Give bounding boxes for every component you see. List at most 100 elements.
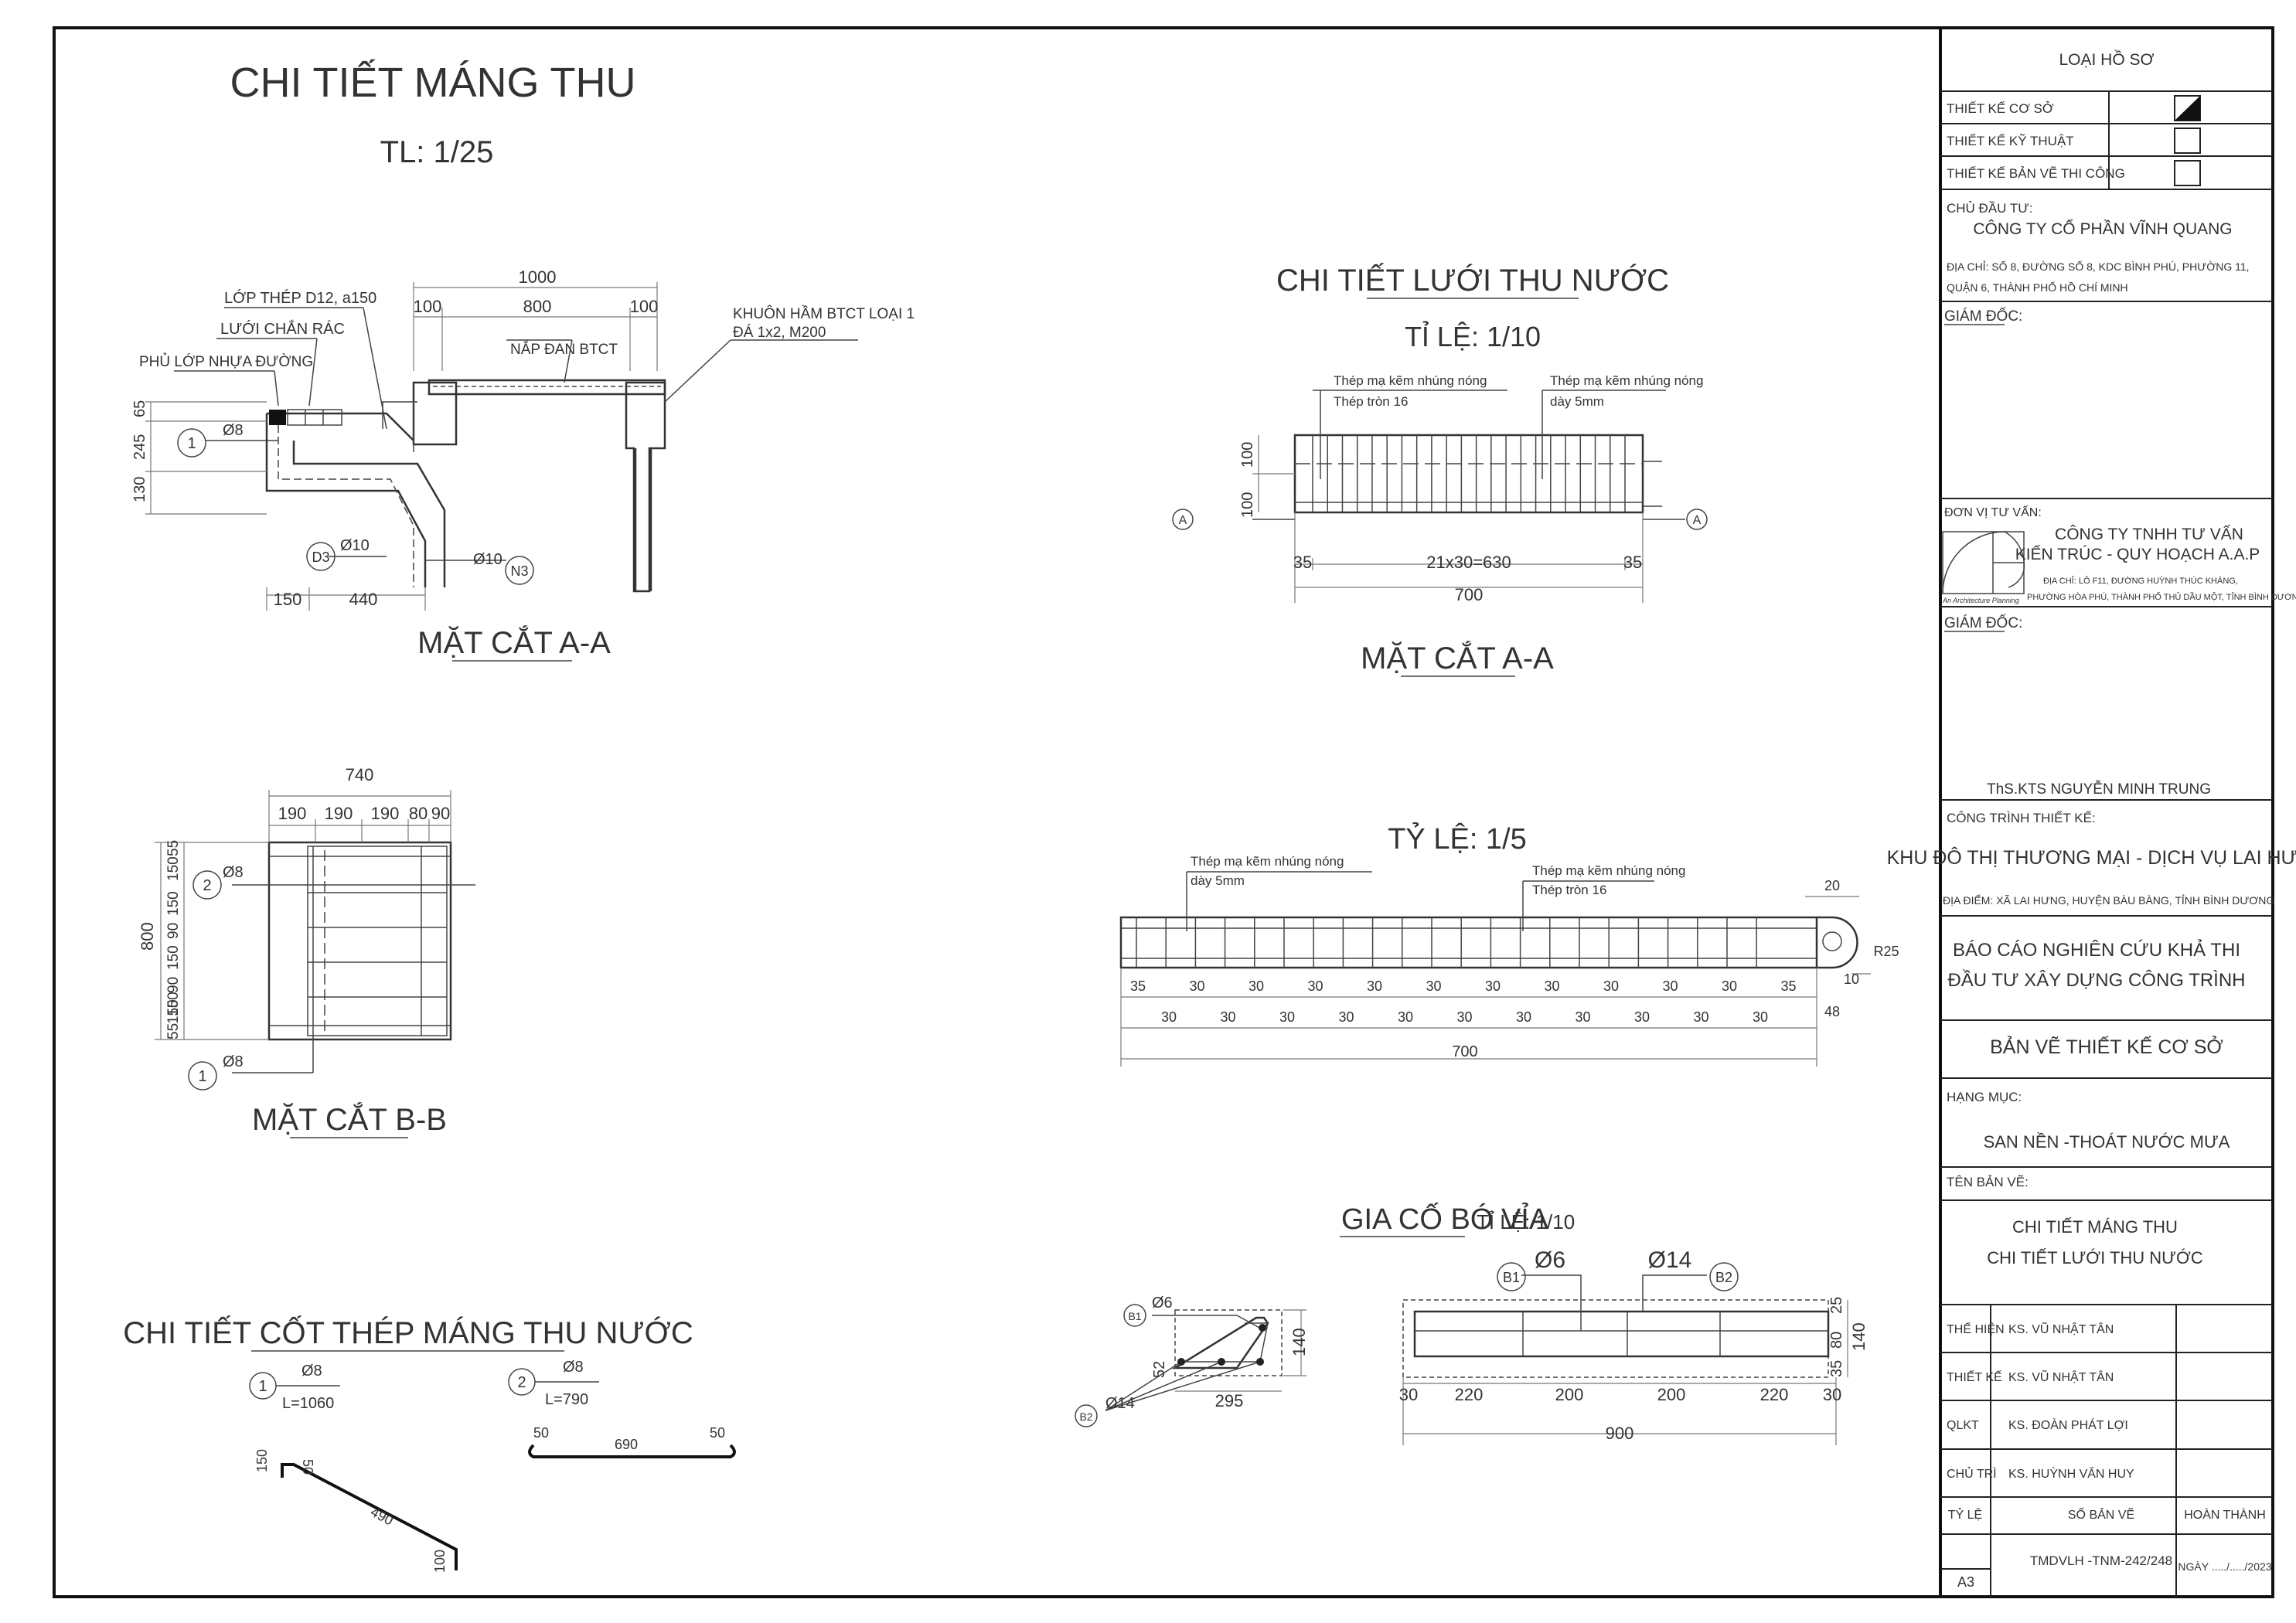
tb-ty-le: A3 — [1957, 1574, 1974, 1590]
curb-sec-dim-b: 295 — [1215, 1391, 1244, 1410]
strip-dim-row2: 30 — [1338, 1009, 1354, 1025]
curb-sec-dim-v: 52 — [1151, 1361, 1168, 1378]
strip-dim-20: 20 — [1824, 878, 1840, 893]
callout-1-circle — [177, 428, 206, 458]
tb-type-3: THIẾT KẾ BẢN VẼ THI CÔNG — [1947, 166, 2125, 181]
curb-rebar-dot — [1218, 1358, 1225, 1366]
strip-dim-row2: 30 — [1753, 1009, 1768, 1025]
curb-rebar-dots — [1177, 1324, 1266, 1366]
aa-dim-total: 1000 — [519, 267, 557, 287]
grate-note1-b: Thép tròn 16 — [1334, 394, 1408, 409]
curb-dim-row: 200 — [1657, 1385, 1686, 1404]
tb-role-1: THỂ HIỆN — [1947, 1322, 2005, 1336]
titleblock-grid — [1940, 90, 2273, 1597]
tb-ten-2: CHI TIẾT LƯỚI THU NƯỚC — [1987, 1248, 2203, 1267]
curb-b2-sec-circle — [1075, 1404, 1098, 1427]
grate-bars — [1312, 435, 1626, 512]
strip-dim-row1: 35 — [1130, 978, 1146, 994]
tb-so-ban-ve-label: SỐ BẢN VẼ — [2068, 1506, 2134, 1522]
strip-dim-r25: R25 — [1873, 944, 1899, 959]
curb-elevation-drawing — [1402, 1274, 1848, 1445]
tb-name-4: KS. HUỲNH VĂN HUY — [2008, 1466, 2134, 1481]
rebar-2-number: 2 — [517, 1374, 526, 1391]
tb-don-vi-label: ĐƠN VỊ TƯ VẤN: — [1944, 505, 2042, 519]
bb-dim-total: 740 — [346, 765, 374, 784]
mang-thu-title: CHI TIẾT MÁNG THU — [230, 60, 635, 106]
rebar-2-shape — [528, 1444, 736, 1458]
curb-dim-top-2: 80 — [1828, 1332, 1845, 1349]
curb-b2-circle — [1709, 1262, 1739, 1291]
strip-dim-row1: 30 — [1426, 978, 1441, 994]
strip-dim-row2: 30 — [1220, 1009, 1235, 1025]
tb-ban-ve: BẢN VẼ THIẾT KẾ CƠ SỞ — [1990, 1035, 2223, 1058]
bb-callout-1-dia: Ø8 — [223, 1053, 244, 1070]
bb-callout-1-circle — [188, 1061, 217, 1091]
label-lop-thep: LỚP THÉP D12, a150 — [224, 289, 376, 307]
rebar-1-number: 1 — [258, 1378, 267, 1395]
strip-dim-row1: 30 — [1248, 978, 1264, 994]
curb-b1-sec: B1 — [1128, 1310, 1141, 1322]
curb-b1: B1 — [1503, 1270, 1520, 1285]
tb-role-2: THIẾT KẾ — [1947, 1370, 2002, 1384]
strip-note1-b: dày 5mm — [1191, 873, 1245, 888]
bb-callout-2-number: 2 — [203, 877, 211, 894]
tb-name-2: KS. VŨ NHẬT TÂN — [2008, 1369, 2114, 1384]
tb-hang-muc: SAN NỀN -THOÁT NƯỚC MƯA — [1984, 1132, 2230, 1152]
bb-dim-part-3: 190 — [371, 804, 400, 823]
callout-d3-dia: Ø10 — [340, 537, 370, 554]
tb-giam-doc-2-name: ThS.KTS NGUYỄN MINH TRUNG — [1987, 781, 2211, 798]
tb-tu-van-1: CÔNG TY TNHH TƯ VẤN — [2055, 526, 2243, 543]
callout-n3-dia: Ø10 — [473, 551, 502, 568]
curb-dim-top-1: 25 — [1828, 1297, 1845, 1314]
tb-ten-1: CHI TIẾT MÁNG THU — [2012, 1217, 2178, 1237]
tb-chu-dau-tu-label: CHỦ ĐẦU TƯ: — [1947, 201, 2033, 216]
aa-dim-v3: 65 — [131, 400, 148, 417]
callout-1-dia: Ø8 — [223, 422, 244, 439]
strip-dim-row1: 30 — [1603, 978, 1619, 994]
grate-title: CHI TIẾT LƯỚI THU NƯỚC — [1276, 262, 1669, 298]
curb-dim-row: 30 — [1823, 1385, 1841, 1404]
aa-dim-mid: 800 — [523, 297, 552, 316]
tb-dia-chi-2: QUẬN 6, THÀNH PHỐ HỒ CHÍ MINH — [1947, 281, 2128, 294]
label-khuon-ham-1: KHUÔN HẦM BTCT LOẠI 1 — [733, 305, 915, 322]
aa-dim-b1: 150 — [274, 590, 302, 609]
strip-dim-row1: 30 — [1189, 978, 1204, 994]
rebar-2-seg-2: 690 — [615, 1437, 638, 1452]
checkbox-thiet-ke-ky-thuat[interactable] — [2174, 128, 2201, 154]
tb-name-1: KS. VŨ NHẬT TÂN — [2008, 1321, 2114, 1336]
grate-mark-a-right-circle — [1686, 509, 1708, 530]
tb-so-ban-ve: TMDVLH -TNM-242/248 — [2030, 1553, 2172, 1568]
curb-dia-b1: Ø6 — [1535, 1247, 1565, 1273]
curb-dia-b2: Ø14 — [1648, 1247, 1692, 1273]
tb-hoan-thanh-label: HOÀN THÀNH — [2184, 1507, 2266, 1522]
aa-dim-right: 100 — [630, 297, 659, 316]
strip-dim-row1: 30 — [1367, 978, 1382, 994]
strip-dim-row1: 30 — [1662, 978, 1678, 994]
tb-cong-trinh: KHU ĐÔ THỊ THƯƠNG MẠI - DỊCH VỤ LAI HƯNG — [1887, 846, 2296, 869]
curb-scale: TỈ LỆ: 1/10 — [1477, 1210, 1575, 1233]
section-aa-drawing — [145, 282, 858, 611]
tb-role-3: QLKT — [1947, 1419, 1979, 1432]
tb-name-3: KS. ĐOÀN PHÁT LỢI — [2008, 1417, 2128, 1432]
grate-dim-v2: 100 — [1239, 492, 1256, 518]
tb-bao-cao-2: ĐẦU TƯ XÂY DỰNG CÔNG TRÌNH — [1947, 969, 2245, 991]
checkbox-tick — [2175, 96, 2200, 121]
tb-chu-dau-tu: CÔNG TY CỔ PHẦN VĨNH QUANG — [1973, 219, 2232, 238]
curb-rebar-dot — [1259, 1324, 1266, 1332]
tb-bao-cao-1: BÁO CÁO NGHIÊN CỨU KHẢ THI — [1953, 938, 2240, 961]
label-nap-dan: NẮP ĐAN BTCT — [510, 341, 618, 358]
curb-dim-row: 200 — [1555, 1385, 1584, 1404]
strip-dim-row1: 35 — [1780, 978, 1796, 994]
strip-dim-row2: 30 — [1693, 1009, 1708, 1025]
tb-tu-van-addr-2: PHƯỜNG HÒA PHÚ, THÀNH PHỐ THỦ DẦU MỘT, T… — [2027, 591, 2296, 602]
strip-dim-row1: 30 — [1307, 978, 1323, 994]
grate-dim-m: 21x30=630 — [1426, 553, 1511, 572]
curb-b2-sec: B2 — [1079, 1410, 1092, 1423]
curb-dim-row: 220 — [1760, 1385, 1789, 1404]
curb-sec-dim-h: 140 — [1289, 1328, 1309, 1356]
checkbox-thiet-ke-ban-ve-thi-cong[interactable] — [2174, 160, 2201, 186]
aa-dim-b2: 440 — [349, 590, 378, 609]
rebar-1-seg-3: 490 — [368, 1504, 396, 1529]
